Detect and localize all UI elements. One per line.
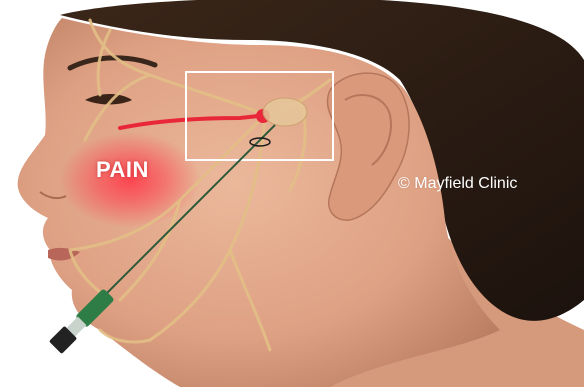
- copyright-notice: © Mayfield Clinic: [398, 175, 517, 193]
- ganglion-cluster: [263, 98, 307, 126]
- pain-label: PAIN: [96, 157, 149, 183]
